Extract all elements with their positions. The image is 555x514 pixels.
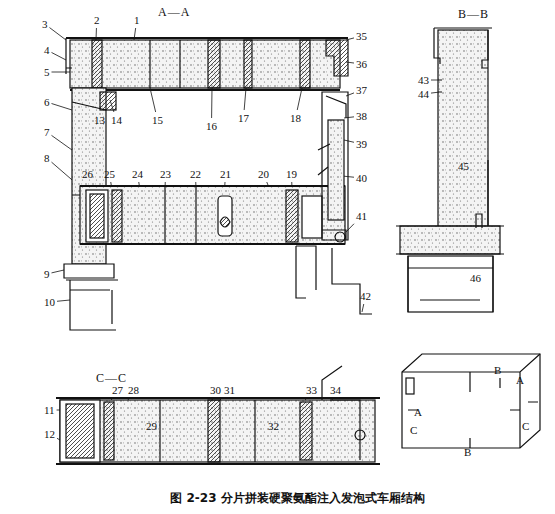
section-label: A—A <box>158 6 190 18</box>
callout-number: 2 <box>94 14 100 26</box>
callout-number: 37 <box>356 84 367 96</box>
view-letter: A <box>516 374 524 386</box>
callout-number: 3 <box>42 18 48 30</box>
leader-line <box>297 88 302 110</box>
callout-number: 26 <box>82 168 93 180</box>
leader-line <box>346 224 354 232</box>
callout-number: 20 <box>258 168 269 180</box>
leader-line <box>52 52 67 60</box>
leader-line <box>57 300 70 301</box>
leader-line <box>346 93 354 96</box>
callout-number: 21 <box>220 168 231 180</box>
callout-number: 10 <box>44 296 55 308</box>
callout-number: 44 <box>418 88 429 100</box>
callout-number: 40 <box>356 172 367 184</box>
callout-number: 17 <box>238 112 249 124</box>
callout-number: 33 <box>306 384 317 396</box>
leader-line <box>52 270 65 273</box>
callout-number: 16 <box>206 120 217 132</box>
view-letter: B <box>494 364 501 376</box>
callout-number: 32 <box>268 420 279 432</box>
callout-number: 18 <box>290 112 301 124</box>
view-letter: C <box>522 420 529 432</box>
callout-number: 46 <box>470 272 481 284</box>
callout-number: 25 <box>104 168 115 180</box>
callout-number: 41 <box>356 210 367 222</box>
callout-number: 6 <box>44 96 50 108</box>
callout-number: 30 <box>210 384 221 396</box>
view-letter: B <box>464 446 471 458</box>
callout-number: 15 <box>152 114 163 126</box>
leader-line <box>211 88 212 118</box>
callout-number: 9 <box>44 268 50 280</box>
callout-number: 1 <box>134 14 140 26</box>
callout-number: 31 <box>224 384 235 396</box>
leader-line <box>362 304 364 312</box>
callout-number: 11 <box>44 404 55 416</box>
callout-number: 39 <box>356 138 367 150</box>
leader-line <box>52 72 71 73</box>
leader-line <box>50 28 67 40</box>
callout-number: 22 <box>190 168 201 180</box>
view-letter: C <box>410 424 417 436</box>
figure-caption: 图 2-23 分片拼装硬聚氨酯注入发泡式车厢结构 <box>170 492 424 504</box>
leader-line <box>244 88 246 110</box>
callout-number: 12 <box>44 428 55 440</box>
callout-number: 19 <box>286 168 297 180</box>
callout-number: 29 <box>146 420 157 432</box>
callout-number: 35 <box>356 30 367 42</box>
callout-number: 4 <box>44 44 50 56</box>
leader-line <box>52 135 73 150</box>
view-letter: A <box>414 406 422 418</box>
leader-line <box>52 104 73 110</box>
callout-number: 27 <box>112 384 123 396</box>
section-label: C—C <box>96 372 127 384</box>
leader-line <box>150 88 156 112</box>
callout-number: 36 <box>356 58 367 70</box>
callout-number: 38 <box>356 110 367 122</box>
callout-number: 24 <box>132 168 143 180</box>
leader-line <box>344 140 354 142</box>
callout-number: 23 <box>160 168 171 180</box>
callout-number: 5 <box>44 66 50 78</box>
callout-number: 28 <box>128 384 139 396</box>
callout-number: 43 <box>418 74 429 86</box>
callout-number: 8 <box>44 152 50 164</box>
callout-number: 45 <box>458 160 469 172</box>
callout-number: 34 <box>330 384 341 396</box>
callout-number: 14 <box>111 114 122 126</box>
callout-number: 7 <box>44 126 50 138</box>
section-label: B—B <box>458 8 489 20</box>
callout-number: 13 <box>94 114 105 126</box>
callout-number: 42 <box>360 290 371 302</box>
